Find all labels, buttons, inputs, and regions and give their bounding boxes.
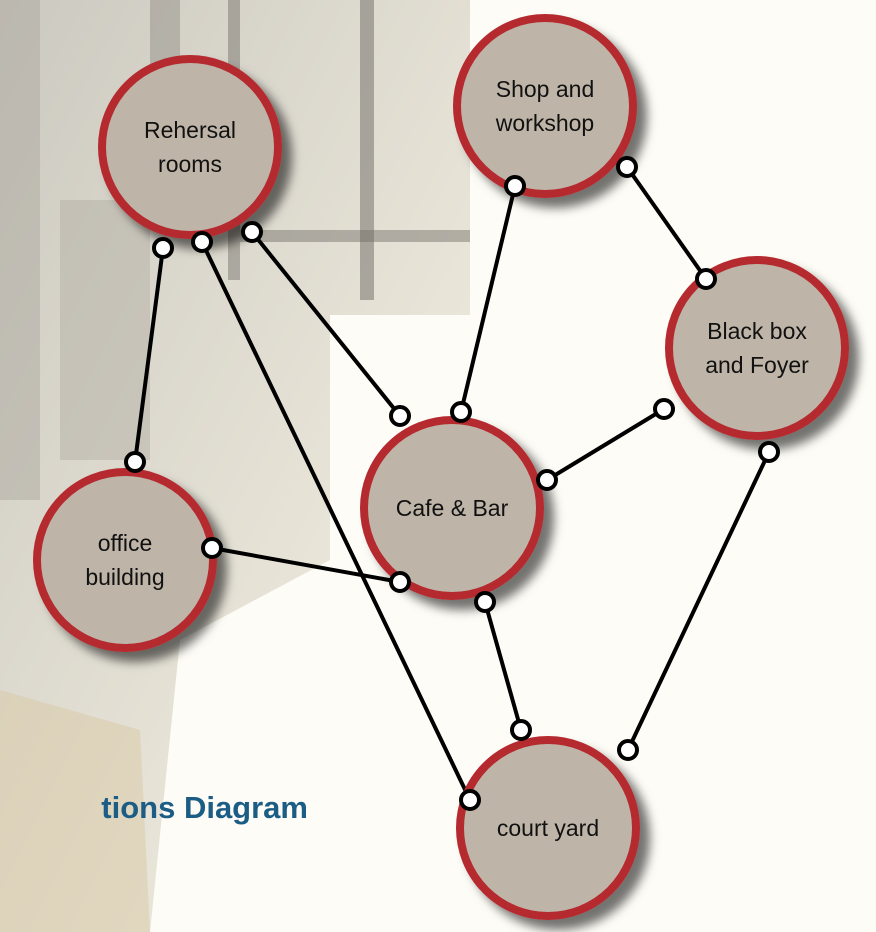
edges-layer: [133, 165, 771, 802]
node-label: building: [85, 564, 164, 590]
edge-endpoint-office-building: [124, 451, 146, 473]
node-label: Shop and: [496, 76, 594, 102]
node-circle: [98, 55, 282, 239]
node-circle: [360, 416, 544, 600]
node-label: workshop: [495, 110, 594, 136]
node-rehersal-rooms: Rehersal rooms: [98, 55, 282, 239]
edge-endpoint-office-building: [201, 537, 223, 559]
node-circle: [665, 256, 849, 440]
edge-shop-and-workshop-to-cafe-and-bar: [459, 184, 517, 414]
edge-endpoint-court-yard: [459, 789, 481, 811]
edge-endpoint-shop-and-workshop: [616, 156, 638, 178]
edge-endpoint-black-box-and-foyer: [695, 268, 717, 290]
edge-endpoint-rehersal-rooms: [152, 237, 174, 259]
edge-cafe-and-bar-to-court-yard: [483, 600, 523, 732]
edge-cafe-and-bar-to-black-box-and-foyer: [545, 407, 666, 482]
node-label: Cafe & Bar: [396, 495, 509, 521]
edge-office-building-to-cafe-and-bar: [210, 546, 402, 584]
node-shop-and-workshop: Shop and workshop: [453, 14, 637, 198]
edge-endpoint-cafe-and-bar: [450, 401, 472, 423]
edge-endpoint-black-box-and-foyer: [758, 441, 780, 463]
node-label: and Foyer: [705, 352, 809, 378]
background-photo: [0, 0, 470, 932]
edge-endpoint-cafe-and-bar: [389, 571, 411, 593]
edge-endpoint-cafe-and-bar: [389, 405, 411, 427]
node-label: office: [98, 530, 153, 556]
edge-endpoint-court-yard: [510, 719, 532, 741]
edge-endpoint-shop-and-workshop: [504, 175, 526, 197]
node-office-building: office building: [33, 468, 217, 652]
node-label: Black box: [707, 318, 807, 344]
node-label: rooms: [158, 151, 222, 177]
edge-endpoint-rehersal-rooms: [191, 231, 213, 253]
edge-endpoint-black-box-and-foyer: [653, 398, 675, 420]
edge-rehersal-rooms-to-office-building: [133, 246, 165, 464]
diagram-title: tions Diagram: [101, 790, 308, 825]
edge-endpoint-cafe-and-bar: [536, 469, 558, 491]
node-circle: [453, 14, 637, 198]
edge-rehersal-rooms-to-cafe-and-bar: [250, 230, 402, 418]
node-circle: [33, 468, 217, 652]
edge-endpoint-court-yard: [617, 739, 639, 761]
node-label: Rehersal: [144, 117, 236, 143]
edge-endpoint-rehersal-rooms: [241, 221, 263, 243]
node-black-box-and-foyer: Black box and Foyer: [665, 256, 849, 440]
edge-black-box-and-foyer-to-court-yard: [626, 450, 771, 752]
node-court-yard: court yard: [456, 736, 640, 920]
edge-endpoint-cafe-and-bar: [474, 591, 496, 613]
node-cafe-and-bar: Cafe & Bar: [360, 416, 544, 600]
edge-rehersal-rooms-to-court-yard: [200, 240, 472, 802]
node-label: court yard: [497, 815, 599, 841]
node-circle: [456, 736, 640, 920]
edge-shop-and-workshop-to-black-box-and-foyer: [625, 165, 708, 281]
